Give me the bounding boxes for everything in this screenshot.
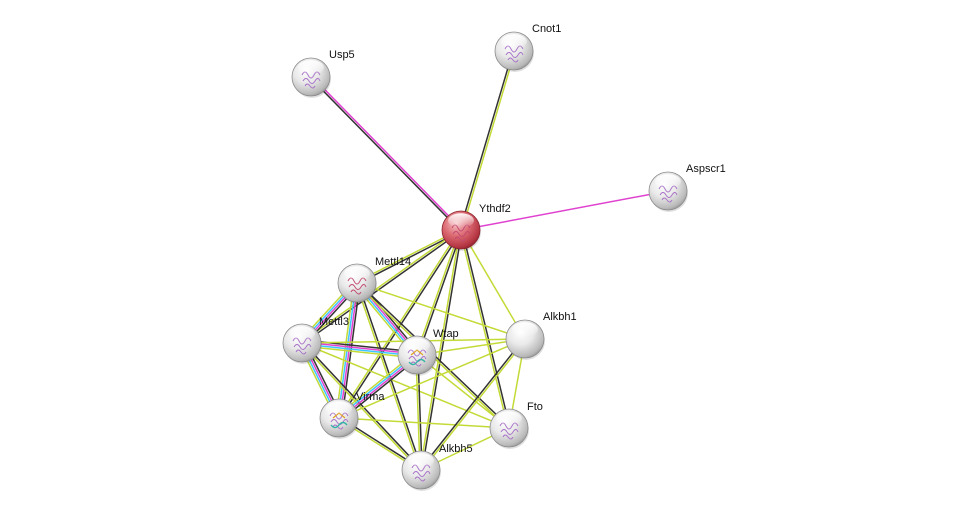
node-mettl3[interactable]: Mettl3 bbox=[282, 316, 349, 364]
protein-structure-helix-icon bbox=[408, 358, 426, 366]
node-virma[interactable]: Virma bbox=[319, 391, 385, 439]
edge-evidence-textmining bbox=[338, 338, 526, 419]
edge-evidence-experiments bbox=[310, 75, 463, 231]
node-label-virma: Virma bbox=[356, 391, 385, 403]
edge-evidence-coexpression bbox=[339, 229, 463, 420]
edge-evidence-textmining bbox=[300, 345, 418, 359]
node-highlight bbox=[655, 174, 681, 189]
edge-virma-fto[interactable] bbox=[338, 417, 510, 429]
edge-ythdf2-alkbh1[interactable] bbox=[460, 229, 526, 340]
edge-mettl14-alkbh1[interactable] bbox=[356, 282, 526, 340]
node-usp5[interactable]: Usp5 bbox=[291, 49, 355, 98]
edge-evidence-textmining bbox=[300, 342, 422, 472]
node-fto[interactable]: Fto bbox=[489, 401, 543, 449]
node-highlight bbox=[298, 60, 324, 75]
edge-ythdf2-usp5[interactable] bbox=[309, 75, 463, 232]
node-ythdf2[interactable]: Ythdf2 bbox=[441, 203, 511, 251]
edge-evidence-coexpression bbox=[417, 229, 463, 357]
edge-wtap-fto[interactable] bbox=[416, 354, 510, 429]
node-highlight bbox=[408, 453, 434, 468]
edge-evidence-coexpression bbox=[301, 230, 463, 345]
node-label-cnot1: Cnot1 bbox=[532, 23, 561, 35]
edge-alkbh5-alkbh1[interactable] bbox=[419, 337, 527, 472]
edge-evidence-textmining bbox=[415, 228, 461, 356]
node-label-ythdf2: Ythdf2 bbox=[479, 203, 511, 215]
node-aspscr1[interactable]: Aspscr1 bbox=[648, 163, 726, 212]
node-highlight bbox=[501, 34, 527, 49]
node-highlight bbox=[512, 322, 538, 337]
edge-evidence-textmining bbox=[459, 229, 509, 429]
node-label-alkbh5: Alkbh5 bbox=[439, 443, 473, 455]
edge-ythdf2-cnot1[interactable] bbox=[459, 49, 516, 232]
edge-evidence-coexpression bbox=[419, 337, 525, 471]
edge-ythdf2-mettl3[interactable] bbox=[300, 228, 463, 345]
edge-evidence-coexpression bbox=[301, 341, 423, 471]
edge-virma-alkbh1[interactable] bbox=[338, 338, 526, 419]
edge-evidence-textmining bbox=[338, 417, 510, 429]
edge-evidence-experiments bbox=[460, 190, 669, 231]
edge-ythdf2-virma[interactable] bbox=[337, 228, 463, 420]
edge-ythdf2-aspscr1[interactable] bbox=[460, 190, 669, 231]
edge-evidence-textmining bbox=[421, 338, 527, 472]
edge-evidence-coexpression bbox=[356, 230, 463, 285]
edge-evidence-textmining bbox=[416, 354, 510, 429]
node-wtap[interactable]: Wtap bbox=[397, 328, 459, 376]
node-label-fto: Fto bbox=[527, 401, 543, 413]
edge-evidence-textmining bbox=[419, 229, 461, 471]
node-highlight bbox=[289, 326, 315, 341]
edge-evidence-textmining bbox=[356, 282, 526, 340]
edge-evidence-textmining bbox=[460, 229, 526, 340]
edge-evidence-coexpression bbox=[421, 229, 463, 471]
edge-evidence-textmining bbox=[300, 228, 462, 343]
protein-structure-helix-icon bbox=[330, 421, 348, 429]
node-highlight bbox=[344, 266, 370, 281]
edge-evidence-textmining bbox=[337, 228, 461, 419]
edge-mettl3-alkbh5[interactable] bbox=[300, 341, 423, 472]
edge-mettl3-fto[interactable] bbox=[301, 342, 510, 429]
nodes-layer: Ythdf2Usp5Cnot1Aspscr1Mettl14Mettl3WtapA… bbox=[282, 23, 726, 491]
edge-evidence-textmining bbox=[461, 50, 516, 232]
edge-ythdf2-mettl14[interactable] bbox=[355, 228, 463, 285]
edge-ythdf2-wtap[interactable] bbox=[415, 228, 463, 357]
node-label-mettl3: Mettl3 bbox=[319, 316, 349, 328]
edge-evidence-coexpression bbox=[459, 49, 514, 231]
node-alkbh1[interactable]: Alkbh1 bbox=[505, 311, 577, 360]
edge-evidence-coexpression bbox=[309, 76, 462, 232]
edge-evidence-coexpression bbox=[461, 229, 511, 429]
node-label-aspscr1: Aspscr1 bbox=[686, 163, 726, 175]
node-alkbh5[interactable]: Alkbh5 bbox=[401, 443, 473, 491]
node-highlight bbox=[448, 213, 474, 228]
node-label-alkbh1: Alkbh1 bbox=[543, 311, 577, 323]
node-mettl14[interactable]: Mettl14 bbox=[337, 256, 411, 304]
node-cnot1[interactable]: Cnot1 bbox=[494, 23, 561, 72]
edge-evidence-textmining bbox=[301, 342, 510, 429]
node-label-wtap: Wtap bbox=[433, 328, 459, 340]
node-highlight bbox=[496, 411, 522, 426]
node-label-usp5: Usp5 bbox=[329, 49, 355, 61]
node-highlight bbox=[404, 338, 430, 353]
edge-ythdf2-alkbh5[interactable] bbox=[419, 229, 463, 471]
node-label-mettl14: Mettl14 bbox=[375, 256, 411, 268]
edge-evidence-textmining bbox=[355, 228, 462, 283]
edge-ythdf2-fto[interactable] bbox=[459, 229, 511, 429]
node-highlight bbox=[326, 401, 352, 416]
